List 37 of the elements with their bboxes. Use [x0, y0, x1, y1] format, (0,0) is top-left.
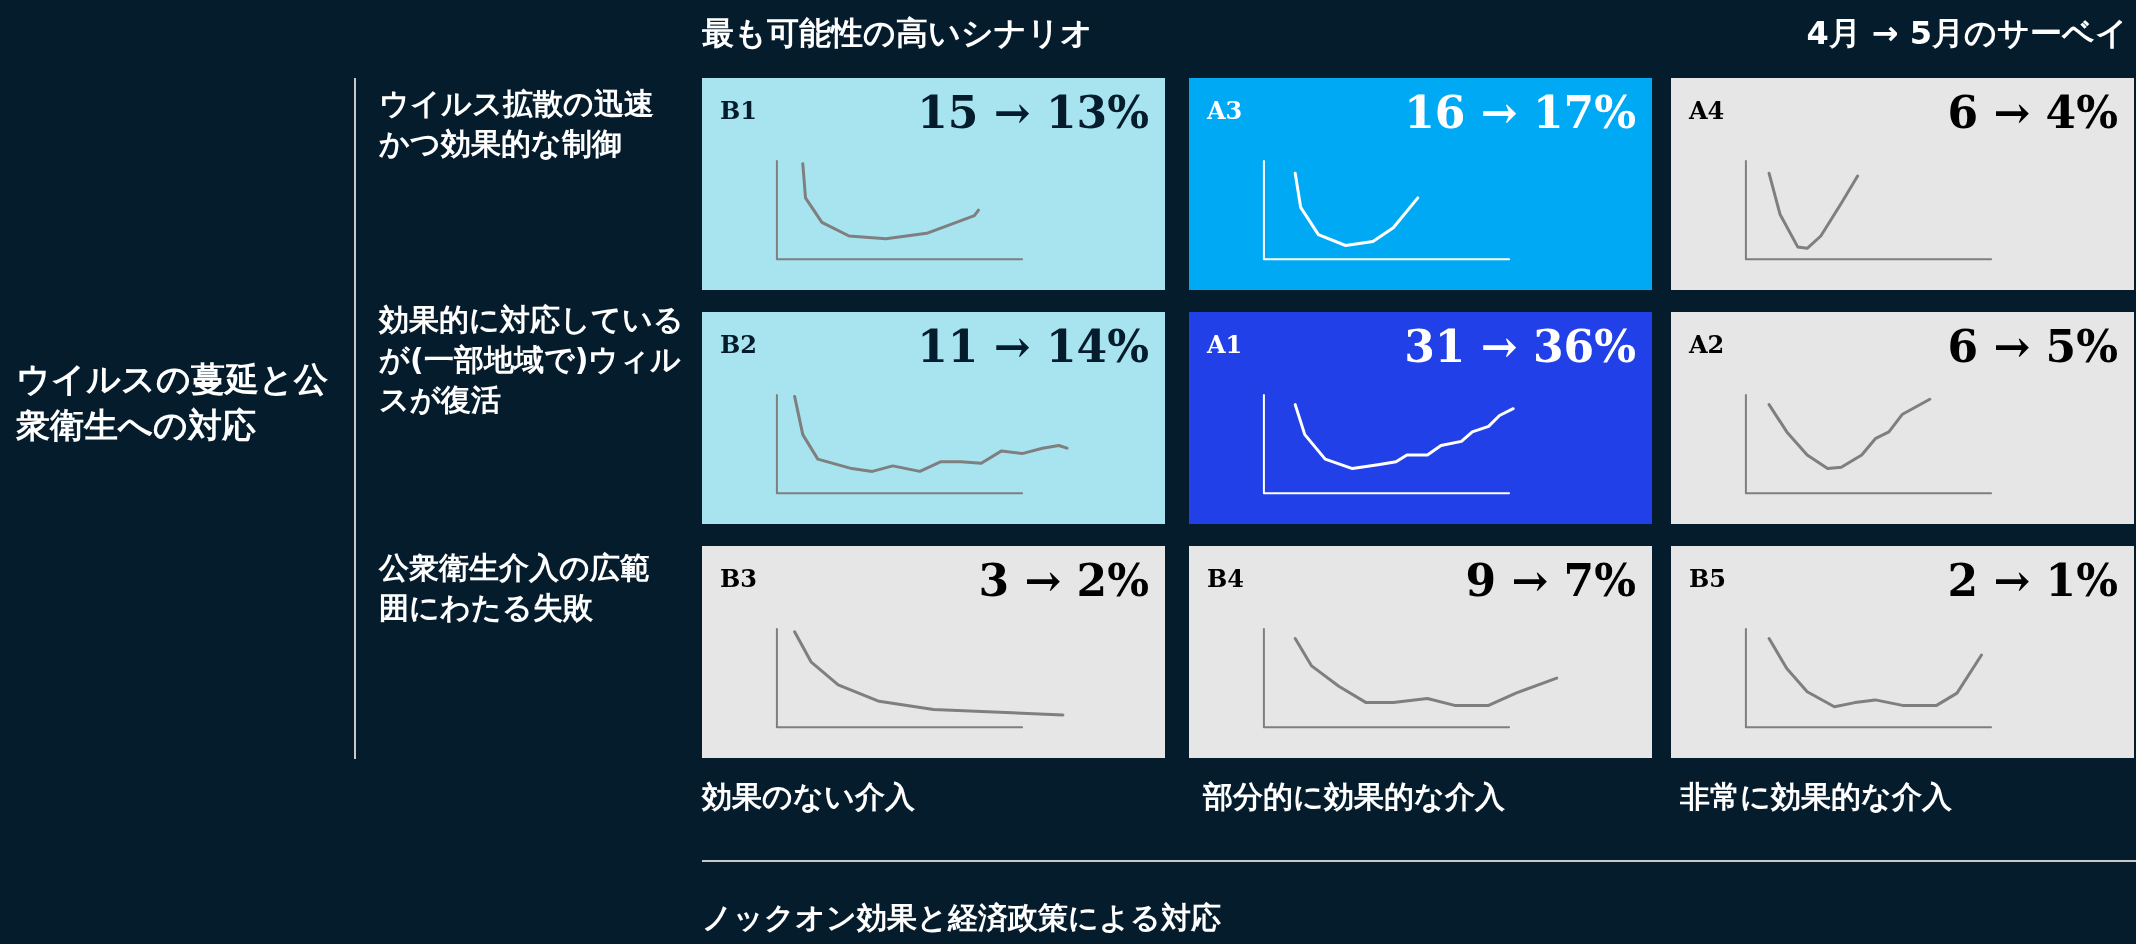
scenario-code: B3 [720, 564, 757, 594]
column-label: 部分的に効果的な介入 [1203, 778, 1505, 816]
scenario-card [702, 312, 1165, 524]
survey-change: 3 → 2% [978, 554, 1149, 608]
survey-change: 9 → 7% [1465, 554, 1636, 608]
scenario-card [1671, 78, 2134, 290]
heading: 最も可能性の高いシナリオ [702, 13, 1093, 54]
scenario-card [702, 546, 1165, 758]
group-heading: ウイルスの蔓延と公衆衛生への対応 [16, 358, 329, 447]
scenario-code: A4 [1689, 96, 1725, 126]
survey-change: 11 → 14% [917, 320, 1149, 374]
scenario-code: A2 [1689, 330, 1725, 360]
axis-label: ノックオン効果と経済政策による対応 [702, 899, 1221, 937]
scenario-code: B4 [1207, 564, 1244, 594]
column-label: 効果のない介入 [702, 778, 915, 816]
scenario-code: A1 [1207, 330, 1243, 360]
survey-change: 6 → 4% [1947, 86, 2118, 140]
row-label: ウイルス拡散の迅速かつ効果的な制御 [379, 85, 655, 163]
survey-change: 15 → 13% [917, 86, 1149, 140]
survey-change: 16 → 17% [1404, 86, 1636, 140]
scenario-card [702, 78, 1165, 290]
scenario-card [1671, 312, 2134, 524]
survey-change: 6 → 5% [1947, 320, 2118, 374]
heading: 4月 → 5月のサーベイ [1806, 13, 2128, 54]
scenario-card [1189, 78, 1652, 290]
column-label: 非常に効果的な介入 [1680, 778, 1952, 816]
scenario-code: B5 [1689, 564, 1726, 594]
scenario-card [1671, 546, 2134, 758]
row-label: 効果的に対応しているが(一部地域で)ウィルスが復活 [379, 301, 685, 419]
scenario-card [1189, 312, 1652, 524]
scenario-card [1189, 546, 1652, 758]
scenario-code: A3 [1207, 96, 1243, 126]
row-label: 公衆衛生介入の広範囲にわたる失敗 [379, 549, 651, 627]
scenario-code: B1 [720, 96, 757, 126]
survey-change: 2 → 1% [1947, 554, 2118, 608]
survey-change: 31 → 36% [1404, 320, 1636, 374]
scenario-code: B2 [720, 330, 757, 360]
